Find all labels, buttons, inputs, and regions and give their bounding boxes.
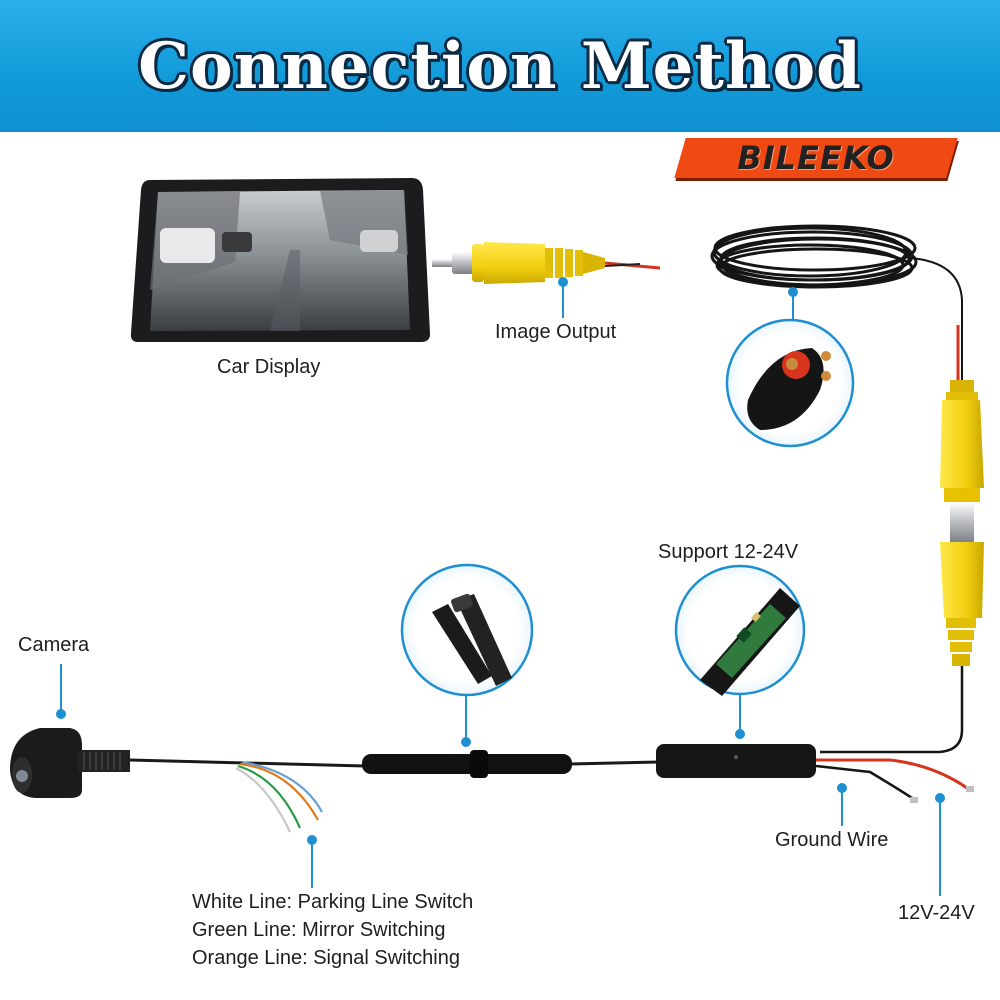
legend-row-green: Green Line: Mirror Switching bbox=[192, 916, 473, 944]
legend-function-green: Mirror Switching bbox=[302, 919, 446, 941]
brand-logo-text: BILEEKO bbox=[737, 139, 895, 177]
cable-cross-section-bubble bbox=[725, 318, 855, 448]
car-display-label: Car Display bbox=[217, 356, 321, 378]
support-voltage-label: Support 12-24V bbox=[658, 541, 799, 563]
legend-color-orange: Orange Line: bbox=[192, 947, 308, 969]
main-camera-cable bbox=[129, 744, 816, 778]
callout-pointers bbox=[56, 277, 945, 896]
image-output-label: Image Output bbox=[495, 321, 617, 343]
rca-image-output-connector bbox=[432, 242, 661, 284]
coiled-extension-cable bbox=[710, 224, 963, 385]
voltage-range-label: 12V-24V bbox=[898, 902, 975, 924]
title-banner bbox=[0, 0, 1000, 132]
power-ground-wires bbox=[815, 758, 974, 803]
camera-label: Camera bbox=[18, 634, 90, 656]
page-title: Connection Method bbox=[138, 28, 862, 104]
car-display-monitor bbox=[130, 178, 430, 342]
signal-wires bbox=[235, 760, 323, 833]
rca-coupler-vertical bbox=[820, 325, 984, 754]
connector-closeup-bubble bbox=[400, 563, 534, 697]
camera-body bbox=[10, 728, 130, 798]
legend-color-white: White Line: bbox=[192, 891, 293, 913]
brand-logo: BILEEKO bbox=[674, 138, 958, 178]
legend-row-white: White Line: Parking Line Switch bbox=[192, 888, 473, 916]
ground-wire-label: Ground Wire bbox=[775, 829, 889, 851]
wire-color-legend: White Line: Parking Line Switch Green Li… bbox=[192, 888, 473, 972]
power-module-closeup-bubble bbox=[674, 564, 806, 696]
legend-color-green: Green Line: bbox=[192, 919, 297, 941]
legend-function-white: Parking Line Switch bbox=[297, 891, 474, 913]
legend-function-orange: Signal Switching bbox=[313, 947, 460, 969]
legend-row-orange: Orange Line: Signal Switching bbox=[192, 944, 473, 972]
